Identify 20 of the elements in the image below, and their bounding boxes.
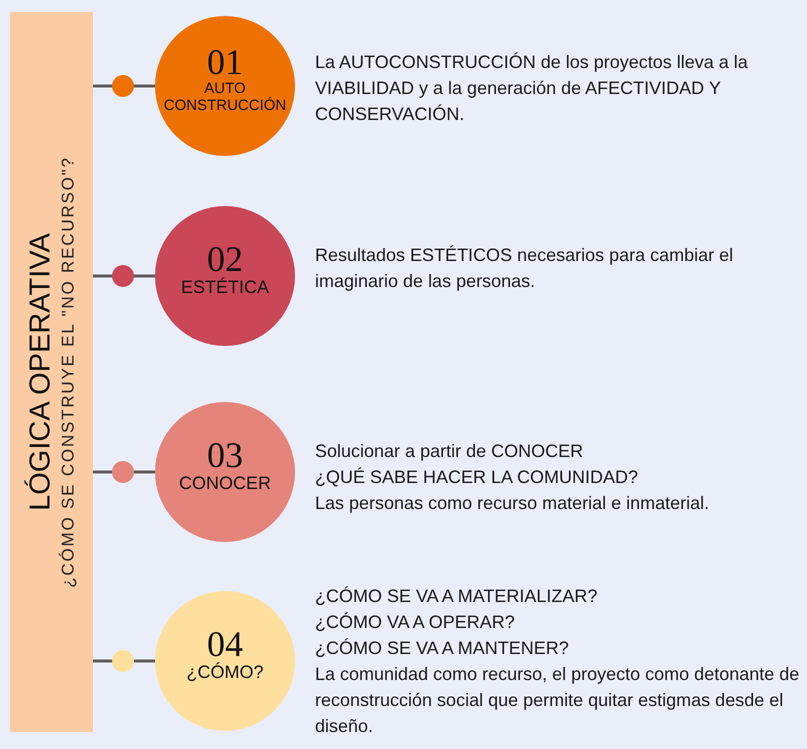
step-description: ¿CÓMO SE VA A MANTENER? (315, 637, 570, 660)
step-description: La comunidad como recurso, el proyecto como detonante de reconstrucción social que permite quitar estigmas desde el diseño. (315, 663, 800, 738)
title-band (10, 12, 93, 732)
step-number: 04 (207, 626, 243, 662)
step-description: Solucionar a partir de CONOCER (315, 440, 584, 463)
step-description: Las personas como recurso material e inmaterial. (315, 492, 710, 515)
step-label: ESTÉTICA (180, 276, 270, 298)
step-description: Resultados ESTÉTICOS necesarios para cambiar el imaginario de las personas. (315, 244, 734, 293)
step-label: AUTO CONSTRUCCIÓN (162, 80, 288, 114)
band-subtitle: ¿CÓMO SE CONSTRUYE EL "NO RECURSO"? (57, 156, 78, 588)
step-description: ¿QUÉ SABE HACER LA COMUNIDAD? (315, 466, 640, 489)
step-label: CONOCER (178, 472, 272, 494)
step-description: ¿CÓMO VA A OPERAR? (315, 611, 516, 634)
step-description: La AUTOCONSTRUCCIÓN de los proyectos lleva a la VIABILIDAD y a la generación de AFECTIVIDAD Y CONSERVACIÓN. (315, 51, 749, 126)
step-number: 03 (207, 436, 243, 473)
band-title: LÓGICA OPERATIVA (24, 233, 57, 511)
step-number: 02 (207, 240, 243, 277)
step-label: ¿CÓMO? (185, 662, 264, 682)
step-number: 01 (207, 44, 243, 80)
step-description: ¿CÓMO SE VA A MATERIALIZAR? (315, 585, 598, 608)
